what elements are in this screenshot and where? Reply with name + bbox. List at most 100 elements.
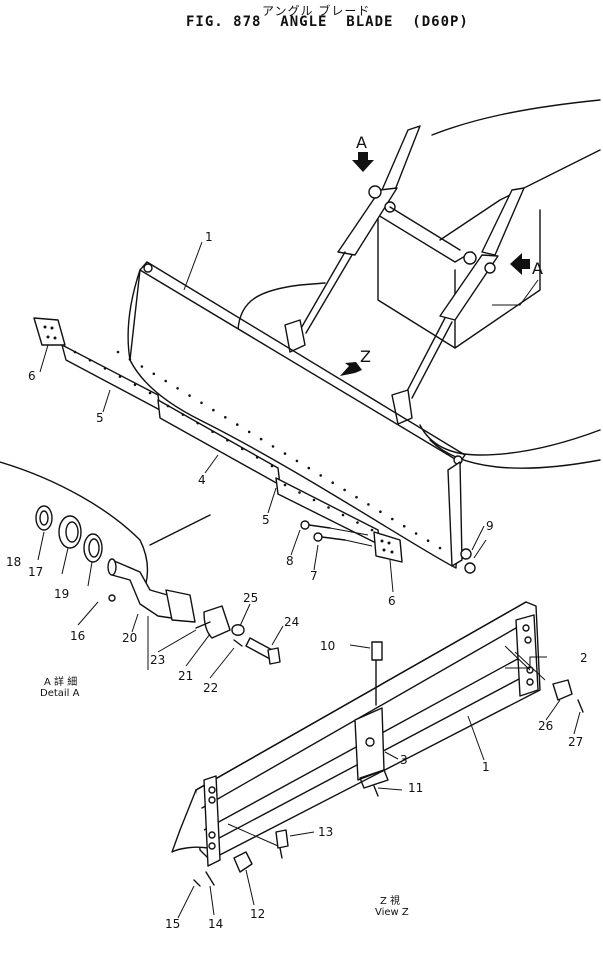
bolt-hole — [331, 481, 335, 485]
callout-numbers: 1 2 3 4 5 5 6 6 7 8 9 10 11 12 13 14 15 … — [6, 230, 588, 931]
callout-27: 27 — [568, 735, 583, 749]
view-letters: A A Z — [356, 133, 543, 366]
bolt-hole — [140, 365, 144, 368]
bolt-hole — [88, 358, 92, 362]
bolt-hole — [188, 394, 191, 397]
callout-9: 9 — [486, 519, 494, 533]
figure-jp-title: アングル ブレード — [262, 4, 371, 18]
lower-blade — [171, 601, 584, 887]
callout-20: 20 — [122, 631, 137, 645]
bolt-hole — [355, 495, 358, 499]
view-arrow-a-right — [492, 253, 539, 306]
callout-5-right: 5 — [262, 513, 270, 527]
end-bit-right — [373, 531, 403, 563]
bolt-hole — [426, 539, 430, 542]
bolt-hole — [259, 437, 263, 441]
main-blade — [127, 261, 466, 569]
view-label-a-right: A — [532, 259, 543, 278]
bolt-hole — [181, 413, 185, 416]
bracket-12 — [233, 851, 253, 873]
plate-26 — [552, 679, 573, 701]
bolt-hole — [196, 421, 199, 425]
bolt-hole — [295, 459, 299, 463]
bolt-hole — [211, 430, 214, 434]
callout-7: 7 — [310, 569, 318, 583]
figure-title: FIG. 878 ANGLE BLADE (D60P) — [186, 14, 469, 30]
callout-14: 14 — [208, 917, 223, 931]
bolt-hole — [73, 350, 77, 354]
callout-23: 23 — [150, 653, 165, 667]
nut-9 — [460, 539, 487, 574]
bolt-hole — [356, 521, 359, 524]
bolt-hole — [152, 372, 156, 376]
bolt-hole — [402, 524, 406, 528]
callout-1-lower: 1 — [482, 760, 490, 774]
bolt-hole — [200, 401, 203, 405]
bolt-hole — [283, 452, 287, 455]
bolt-hole — [370, 528, 374, 532]
callout-16: 16 — [70, 629, 85, 643]
bolt-hole — [247, 430, 251, 434]
bolt-hole — [414, 532, 418, 535]
callout-11: 11 — [408, 781, 423, 795]
bolt-hole — [128, 358, 132, 361]
pin-10 — [371, 641, 383, 661]
bolt-hole — [327, 506, 330, 509]
leader-lines — [37, 241, 581, 919]
callout-15: 15 — [165, 917, 180, 931]
detail-a-caption: Detail A — [40, 688, 80, 699]
bolt-hole — [164, 379, 167, 383]
bolt-hole — [226, 439, 229, 442]
callout-2: 2 — [580, 651, 588, 665]
bolt-hole — [312, 498, 316, 502]
view-label-z: Z — [360, 347, 371, 366]
bolt-hole — [391, 517, 394, 521]
bolt-hole — [283, 483, 287, 487]
bolt-hole — [103, 367, 107, 370]
bolt-hole — [133, 383, 137, 387]
end-bit-left — [33, 317, 66, 346]
lift-cylinder-left — [284, 125, 421, 353]
bolt-hole — [148, 391, 152, 395]
bolt-hole — [271, 445, 275, 448]
callout-5-left: 5 — [96, 411, 104, 425]
blade-bolt-holes — [73, 350, 442, 550]
view-label-a-upper: A — [356, 133, 367, 152]
bolt-hole — [319, 474, 323, 477]
grease-fitting-16 — [108, 594, 116, 602]
callout-17: 17 — [28, 565, 43, 579]
bolt-7-8 — [300, 520, 373, 547]
callout-6-left: 6 — [28, 369, 36, 383]
bolt-hole — [116, 350, 120, 354]
callout-13: 13 — [318, 825, 333, 839]
cap-21 — [203, 605, 231, 639]
bolt-hole — [241, 447, 244, 451]
bolt-hole — [176, 387, 179, 390]
callout-25: 25 — [243, 591, 258, 605]
bolt-hole — [341, 513, 345, 517]
lift-cylinder-right — [389, 187, 525, 425]
view-z-caption: View Z — [375, 907, 409, 918]
bolt-hole — [367, 503, 370, 506]
callout-6-right: 6 — [388, 594, 396, 608]
bolt-hole — [224, 416, 227, 419]
callout-21: 21 — [178, 669, 193, 683]
bolt-hole — [379, 510, 382, 513]
callout-19: 19 — [54, 587, 69, 601]
callout-18: 18 — [6, 555, 21, 569]
bolt-13 — [275, 829, 289, 849]
bolt-hole — [212, 408, 215, 412]
callout-4: 4 — [198, 473, 206, 487]
callout-22: 22 — [203, 681, 218, 695]
callout-8: 8 — [286, 554, 294, 568]
view-z-jp-caption: Z 視 — [380, 896, 401, 907]
callout-24: 24 — [284, 615, 299, 629]
view-arrow-a-upper — [352, 152, 374, 172]
bolt-hole — [166, 404, 170, 408]
bolt-hole — [298, 491, 301, 494]
view-arrow-z — [340, 362, 362, 376]
bolt-hole — [255, 456, 259, 459]
bolt-hole — [236, 423, 239, 426]
